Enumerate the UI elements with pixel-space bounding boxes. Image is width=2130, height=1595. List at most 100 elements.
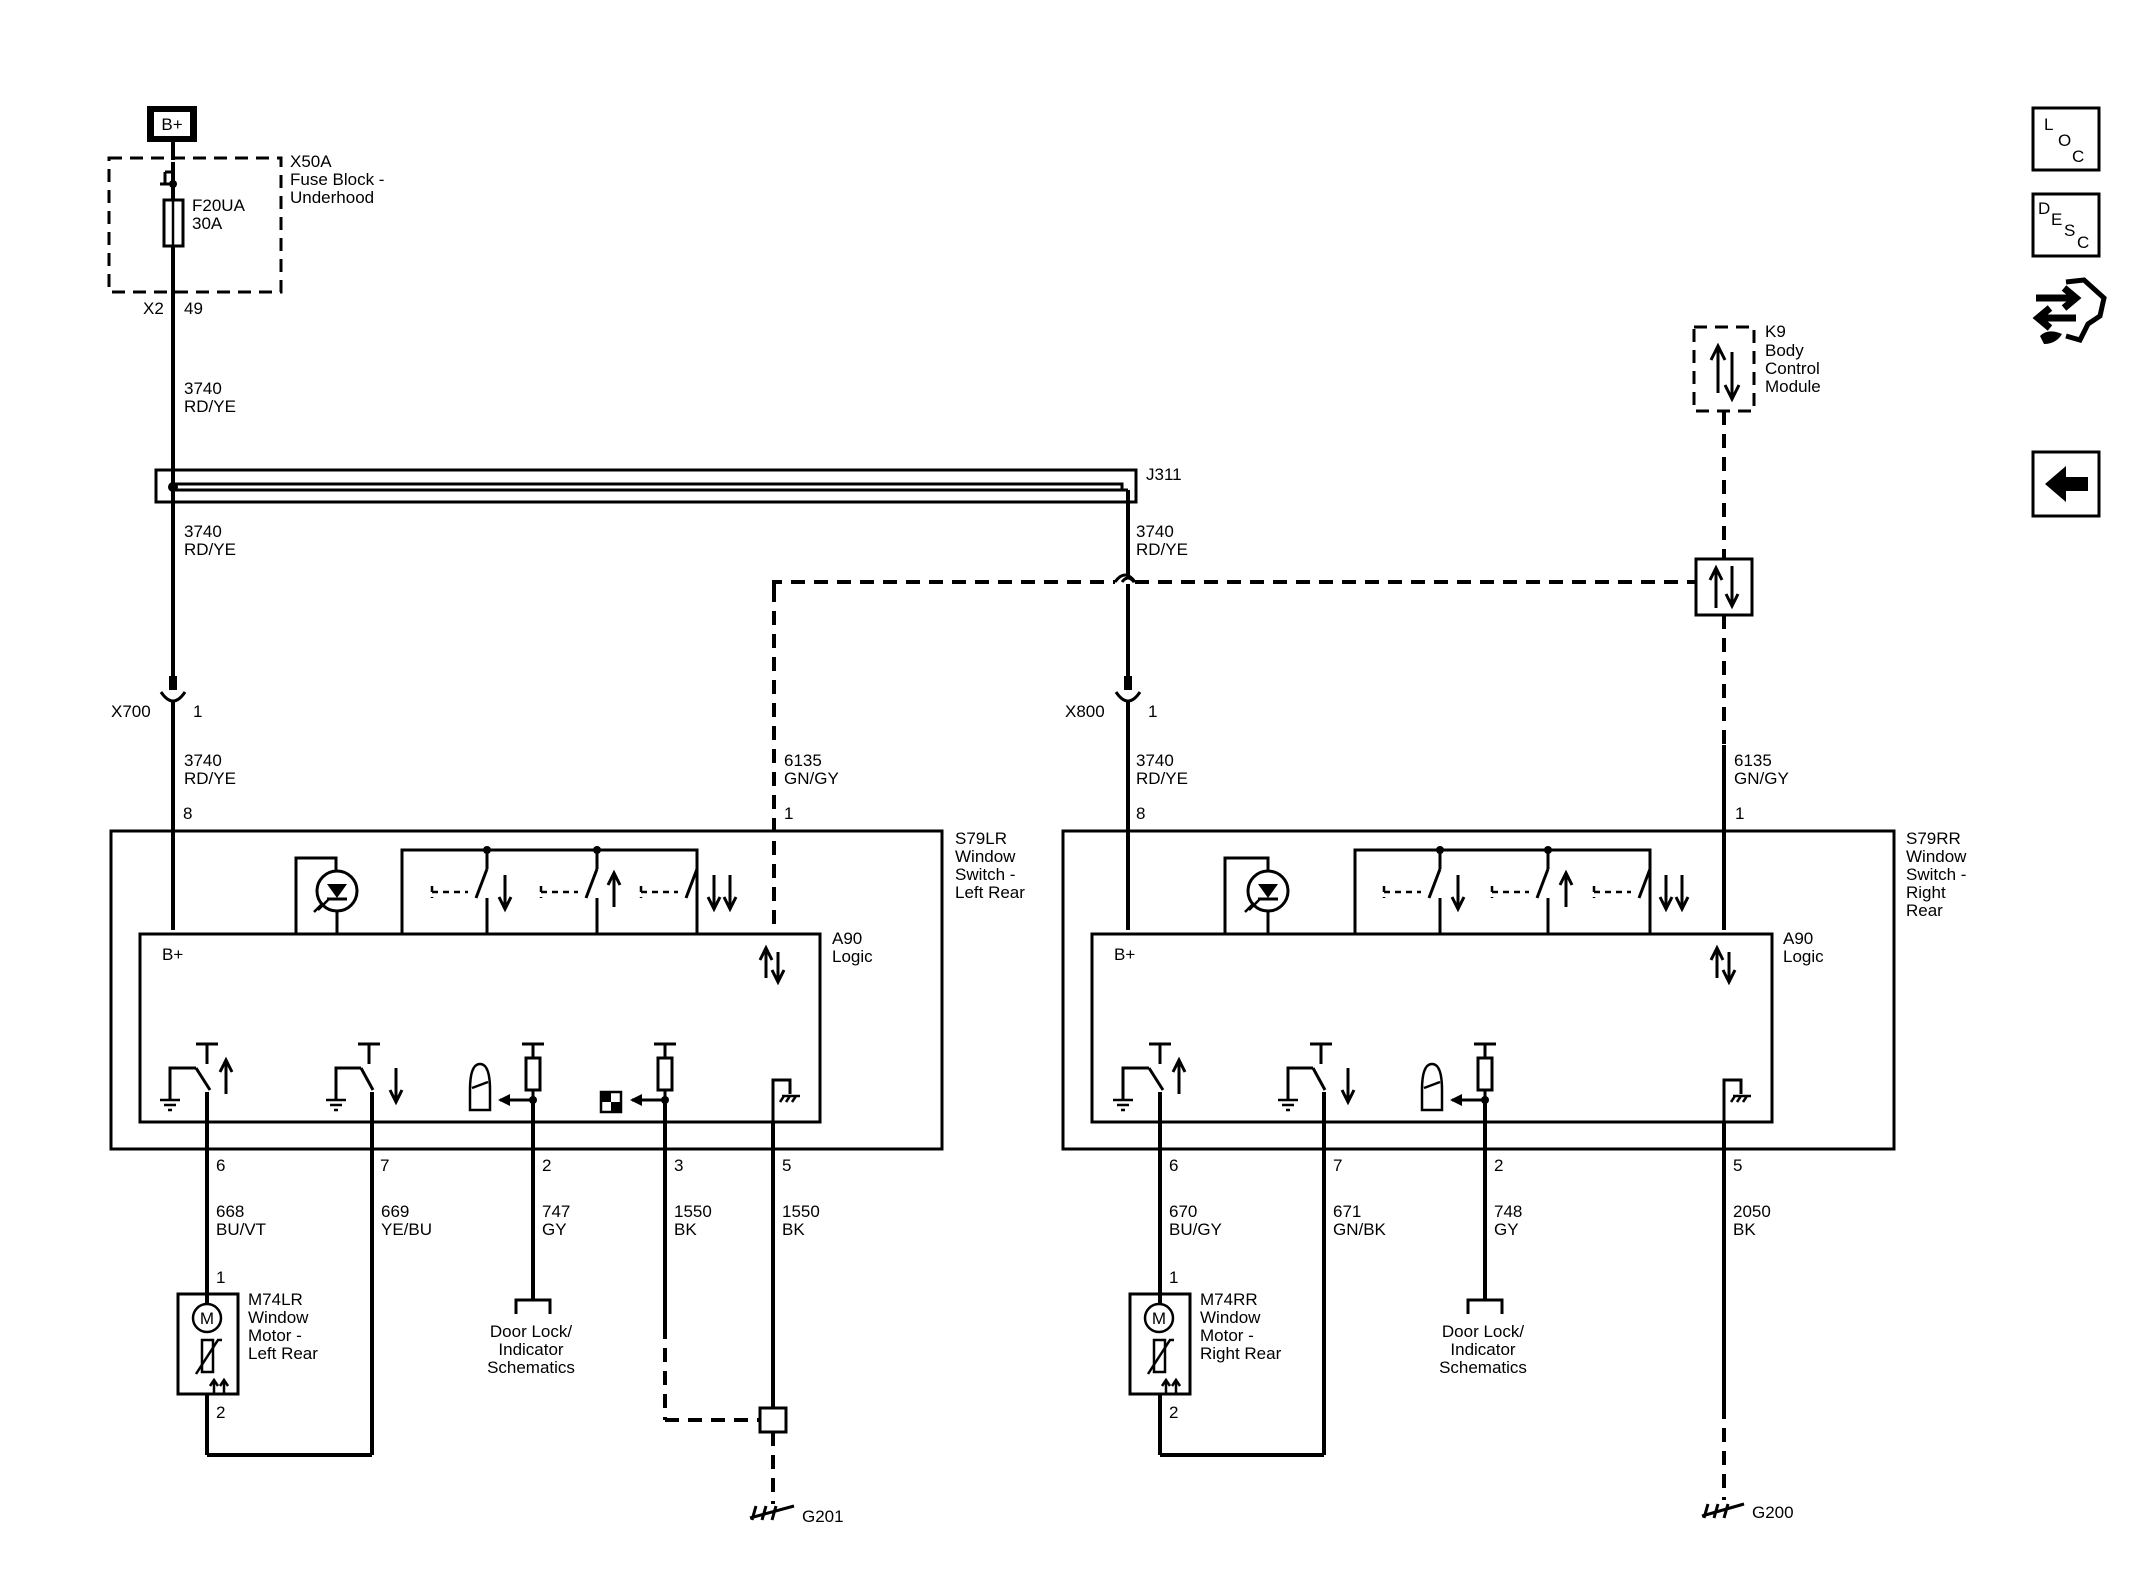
svg-text:Switch -: Switch - (1906, 865, 1966, 884)
feed-circuit-mid-right: 3740 (1136, 522, 1174, 541)
motor-symbol-right: M (1152, 1309, 1166, 1328)
svg-text:670: 670 (1169, 1202, 1197, 1221)
svg-text:Window: Window (248, 1308, 309, 1327)
feed-color-mid-left: RD/YE (184, 540, 236, 559)
battery-source: B+ (147, 106, 197, 142)
switch-id-right: S79RR (1906, 829, 1961, 848)
svg-text:Window: Window (1200, 1308, 1261, 1327)
svg-text:Right: Right (1906, 883, 1946, 902)
logic-id-right: A90 (1783, 929, 1813, 948)
fuse-rating: 30A (192, 214, 223, 233)
svg-text:7: 7 (1333, 1156, 1342, 1175)
logic-id-left: A90 (832, 929, 862, 948)
svg-text:E: E (2051, 210, 2062, 229)
bcm-name-2: Control (1765, 359, 1820, 378)
svg-text:Window: Window (1906, 847, 1967, 866)
svg-text:3740: 3740 (1136, 751, 1174, 770)
pin-6-left: 6 (216, 1156, 225, 1175)
feed-circuit-top: 3740 (184, 379, 222, 398)
ground-g200: G200 (1752, 1503, 1794, 1522)
feed-color-low-left: RD/YE (184, 769, 236, 788)
fuse-block-name-1: Fuse Block - (290, 170, 384, 189)
back-arrow-icon[interactable] (2031, 450, 2101, 518)
feed-circuit-low-left: 3740 (184, 751, 222, 770)
bplus-logic-left: B+ (162, 945, 183, 964)
x800-label: X800 (1065, 702, 1105, 721)
svg-text:Window: Window (955, 847, 1016, 866)
splice-pack: J311 (154, 465, 1182, 504)
svg-text:Motor -: Motor - (248, 1326, 302, 1345)
svg-text:BK: BK (782, 1220, 805, 1239)
svg-text:BK: BK (674, 1220, 697, 1239)
pin-1-left: 1 (784, 804, 793, 823)
fuse-pin: 49 (184, 299, 203, 318)
ref-line1-right: Door Lock/ (1442, 1322, 1524, 1341)
svg-text:1550: 1550 (782, 1202, 820, 1221)
svg-text:669: 669 (381, 1202, 409, 1221)
svg-text:Indicator: Indicator (498, 1340, 564, 1359)
bplus-label: B+ (161, 115, 182, 134)
bcm-id: K9 (1765, 322, 1786, 341)
x800-pin: 1 (1148, 702, 1157, 721)
svg-text:B+: B+ (1114, 945, 1135, 964)
desc-icon[interactable]: D E S C (2031, 192, 2101, 258)
svg-text:GN/BK: GN/BK (1333, 1220, 1387, 1239)
svg-text:Left Rear: Left Rear (955, 883, 1025, 902)
svg-text:668: 668 (216, 1202, 244, 1221)
svg-text:1: 1 (1735, 804, 1744, 823)
bus-circuit-right: 6135 (1734, 751, 1772, 770)
splice-id: J311 (1146, 465, 1182, 484)
feed-color-mid-right: RD/YE (1136, 540, 1188, 559)
svg-text:2050: 2050 (1733, 1202, 1771, 1221)
svg-text:L: L (2044, 115, 2053, 134)
svg-text:748: 748 (1494, 1202, 1522, 1221)
serial-data-bus (772, 557, 1754, 930)
loc-icon[interactable]: L O C (2031, 106, 2101, 172)
pin-8-left: 8 (183, 804, 192, 823)
fuse-id: F20UA (192, 196, 246, 215)
right-rear-circuit: 3740 RD/YE X800 1 3740 RD/YE 6135 GN/GY … (1061, 490, 1967, 1522)
bus-color-left: GN/GY (784, 769, 839, 788)
fuse-block-name-2: Underhood (290, 188, 374, 207)
svg-text:671: 671 (1333, 1202, 1361, 1221)
svg-text:YE/BU: YE/BU (381, 1220, 432, 1239)
motor-symbol-left: M (200, 1309, 214, 1328)
bcm-name-1: Body (1765, 341, 1804, 360)
switch-id-left: S79LR (955, 829, 1007, 848)
svg-text:Schematics: Schematics (1439, 1358, 1527, 1377)
pin-2-left: 2 (542, 1156, 551, 1175)
bcm-name-3: Module (1765, 377, 1821, 396)
connector-tool-icon[interactable] (2032, 277, 2107, 344)
fuse-block: F20UA 30A X50A Fuse Block - Underhood X2… (107, 152, 384, 318)
left-rear-circuit: 3740 RD/YE X700 1 3740 RD/YE 6135 GN/GY … (109, 490, 1025, 1526)
fuse-connector: X2 (143, 299, 164, 318)
svg-text:2: 2 (1169, 1403, 1178, 1422)
svg-text:S: S (2064, 221, 2075, 240)
x700-pin: 1 (193, 702, 202, 721)
motor-id-left: M74LR (248, 1290, 303, 1309)
svg-text:O: O (2058, 131, 2071, 150)
svg-text:Left Rear: Left Rear (248, 1344, 318, 1363)
svg-text:Indicator: Indicator (1450, 1340, 1516, 1359)
bus-color-right: GN/GY (1734, 769, 1789, 788)
svg-text:GY: GY (542, 1220, 567, 1239)
svg-text:1: 1 (216, 1268, 225, 1287)
svg-text:6: 6 (1169, 1156, 1178, 1175)
body-control-module: K9 Body Control Module (1692, 322, 1821, 413)
svg-text:BK: BK (1733, 1220, 1756, 1239)
svg-text:1550: 1550 (674, 1202, 712, 1221)
bus-circuit-left: 6135 (784, 751, 822, 770)
svg-text:GY: GY (1494, 1220, 1519, 1239)
svg-text:1: 1 (1169, 1268, 1178, 1287)
ref-line1-left: Door Lock/ (490, 1322, 572, 1341)
svg-text:Motor -: Motor - (1200, 1326, 1254, 1345)
svg-text:Switch -: Switch - (955, 865, 1015, 884)
feed-circuit-mid-left: 3740 (184, 522, 222, 541)
svg-text:D: D (2038, 199, 2050, 218)
svg-text:5: 5 (1733, 1156, 1742, 1175)
svg-text:Schematics: Schematics (487, 1358, 575, 1377)
svg-text:C: C (2072, 147, 2084, 166)
pin-3-left: 3 (674, 1156, 683, 1175)
svg-text:RD/YE: RD/YE (1136, 769, 1188, 788)
